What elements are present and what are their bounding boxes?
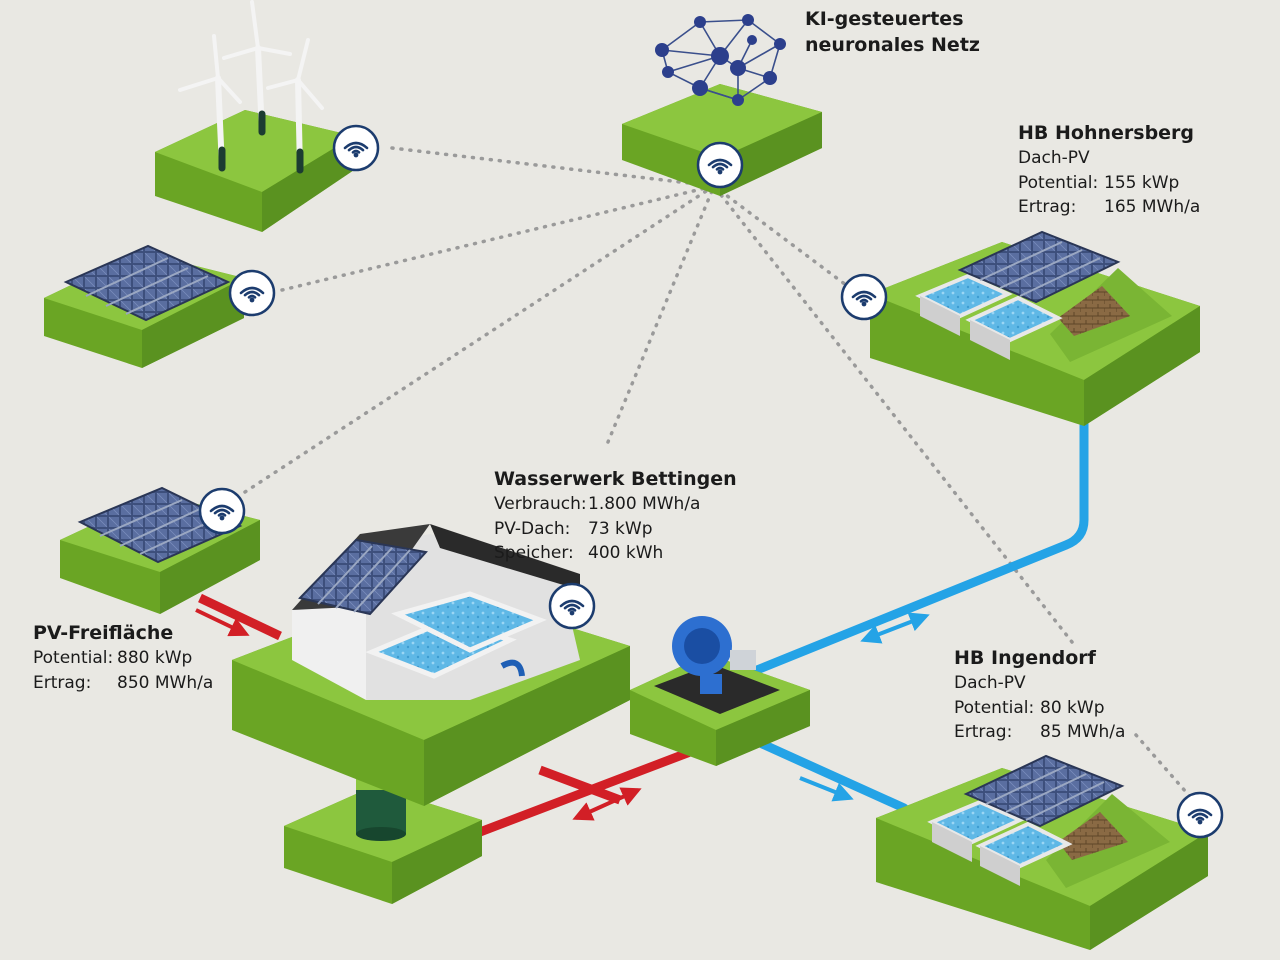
label-value: 850 MWh/a — [117, 672, 214, 693]
pump-icon — [654, 616, 780, 714]
solar-panel-icon — [957, 230, 1121, 304]
wind-turbine-icon — [178, 0, 324, 174]
wifi-icon — [548, 582, 596, 630]
label-ki: KI-gesteuertes neuronales Netz — [805, 6, 980, 58]
data-link-wind — [390, 146, 716, 188]
water-arrow-to-ingendorf — [799, 776, 854, 802]
power-line-battery — [478, 747, 692, 837]
platform-hb-hohnersberg — [870, 230, 1200, 426]
power-flow-arrows — [195, 608, 642, 821]
label-value: 165 MWh/a — [1104, 197, 1201, 217]
platform-wind — [155, 0, 354, 232]
wifi-icon — [332, 124, 380, 172]
label-hb-hohnersberg-title: HB Hohnersberg — [1018, 122, 1195, 144]
label-ki-line2: neuronales Netz — [805, 34, 980, 56]
data-link-pv-freiflaeche — [243, 184, 716, 494]
data-link-hb-hohnersberg — [712, 184, 860, 296]
power-arrow-pv — [195, 608, 250, 637]
power-arrow-bidirectional — [572, 787, 642, 821]
platform-hb-ingendorf — [876, 754, 1208, 950]
platform-pv-small — [44, 244, 244, 368]
label-key: PV-Dach: — [494, 518, 571, 539]
label-value: 1.800 MWh/a — [588, 494, 701, 514]
label-pv-freiflaeche-title: PV-Freifläche — [33, 622, 174, 644]
platform-pump — [630, 616, 810, 766]
label-ki-line1: KI-gesteuertes — [805, 8, 964, 30]
label-row: Ertrag: 85 MWh/a — [954, 720, 1125, 745]
data-link-hb-ingendorf — [712, 184, 1074, 644]
solar-panel-icon — [298, 538, 428, 616]
label-value: 80 kWp — [1040, 697, 1105, 718]
label-key: Potential: — [954, 697, 1035, 718]
wifi-icon — [228, 269, 276, 317]
label-row: Speicher: 400 kWh — [494, 541, 737, 566]
solar-panel-icon — [63, 244, 231, 322]
label-row: Ertrag: 850 MWh/a — [33, 671, 213, 696]
data-link-ingendorf-wifi — [1134, 733, 1195, 802]
platform-ki — [622, 14, 822, 196]
label-hb-hohnersberg-subtitle: Dach-PV — [1018, 148, 1090, 168]
wifi-badges — [198, 124, 1224, 839]
wifi-icon — [1176, 791, 1224, 839]
wifi-icon — [198, 487, 246, 535]
water-lines — [747, 397, 1089, 813]
building-wasserwerk — [292, 524, 580, 700]
power-line-pv — [198, 593, 282, 641]
wifi-icon — [696, 141, 744, 189]
label-row: Verbrauch:1.800 MWh/a — [494, 492, 737, 517]
neural-network-icon — [655, 14, 786, 106]
label-value: 73 kWp — [588, 518, 653, 539]
label-hb-ingendorf-title: HB Ingendorf — [954, 647, 1096, 669]
label-wasserwerk: Wasserwerk Bettingen Verbrauch:1.800 MWh… — [494, 466, 737, 566]
wifi-icon — [840, 273, 888, 321]
label-value: 85 MWh/a — [1040, 722, 1126, 742]
label-row: Ertrag: 165 MWh/a — [1018, 195, 1200, 220]
label-pv-freiflaeche: PV-Freifläche Potential:880 kWp Ertrag: 8… — [33, 620, 213, 695]
solar-panel-icon — [77, 486, 243, 564]
water-flow-arrows — [799, 612, 930, 802]
label-key: Potential: — [1018, 172, 1099, 193]
label-key: Potential: — [33, 648, 114, 668]
label-value: 155 kWp — [1104, 172, 1180, 193]
water-arrow-bidirectional — [860, 612, 930, 644]
brick-entrance — [1058, 812, 1128, 860]
label-row: Potential:155 kWp — [1018, 171, 1200, 196]
label-key: Verbrauch: — [494, 494, 587, 514]
label-hb-hohnersberg: HB Hohnersberg Dach-PV Potential:155 kWp… — [1018, 120, 1200, 220]
label-hb-ingendorf-subtitle: Dach-PV — [954, 673, 1026, 693]
solar-panel-icon — [963, 754, 1125, 828]
label-row: Potential:880 kWp — [33, 646, 213, 671]
water-line-hohnersberg — [747, 397, 1089, 677]
platform-wasserwerk — [232, 524, 630, 806]
water-basin-icon — [915, 273, 1063, 360]
label-key: Speicher: — [494, 543, 574, 563]
data-link-wasserwerk — [606, 184, 716, 444]
water-basin-icon — [365, 591, 547, 679]
label-value: 880 kWp — [117, 648, 193, 668]
label-key: Ertrag: — [1018, 197, 1077, 217]
label-row: PV-Dach: 73 kWp — [494, 517, 737, 542]
label-key: Ertrag: — [33, 672, 92, 693]
label-key: Ertrag: — [954, 722, 1013, 742]
data-links — [243, 146, 1195, 802]
water-line-ingendorf — [753, 737, 909, 813]
label-wasserwerk-title: Wasserwerk Bettingen — [494, 468, 737, 490]
brick-entrance — [1058, 286, 1130, 336]
label-hb-ingendorf: HB Ingendorf Dach-PV Potential:80 kWp Er… — [954, 645, 1125, 745]
data-link-pv-small — [280, 184, 716, 292]
water-basin-icon — [927, 799, 1073, 886]
label-value: 400 kWh — [588, 543, 664, 563]
label-row: Potential:80 kWp — [954, 696, 1125, 721]
